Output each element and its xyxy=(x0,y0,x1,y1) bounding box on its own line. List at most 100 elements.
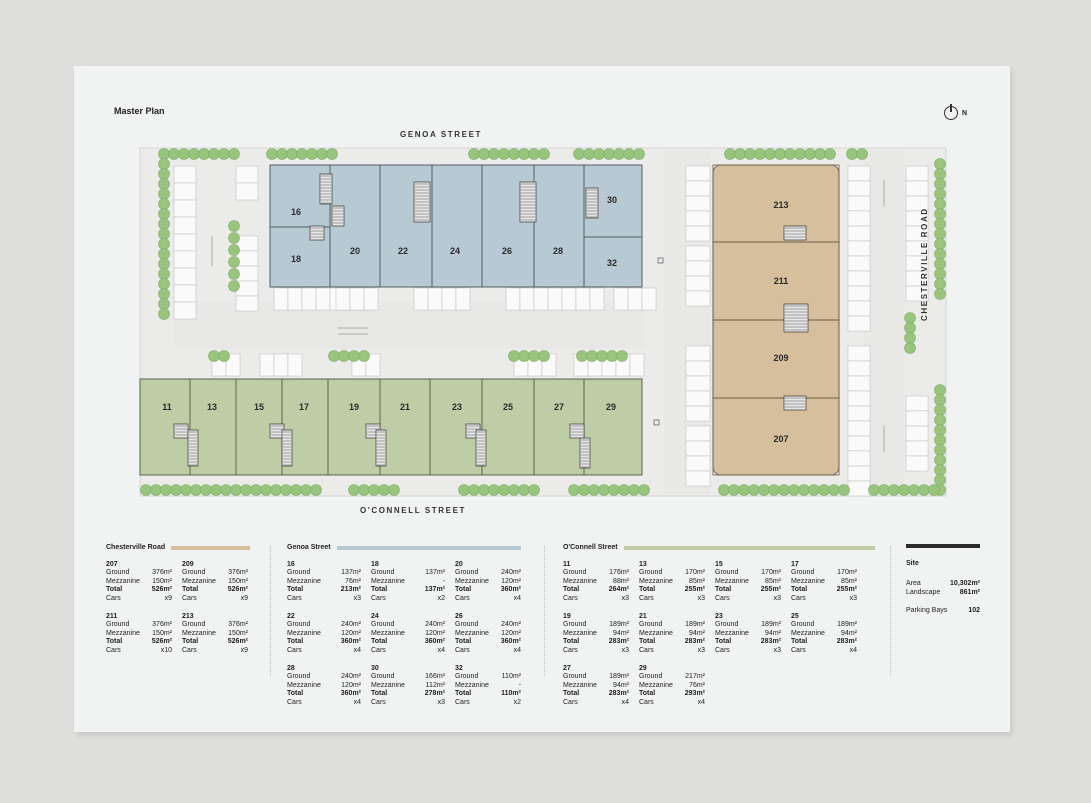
spec-mezz-value: 94m² xyxy=(613,681,629,689)
spec-cars-value: x10 xyxy=(160,646,172,654)
parking-bay xyxy=(235,165,259,184)
tree-canopy xyxy=(868,484,880,496)
spec-mezz-value: 120m² xyxy=(341,681,361,689)
site-heading: Site xyxy=(906,560,919,567)
unit-number-label: 18 xyxy=(290,254,302,264)
spec-cars-value: x4 xyxy=(849,646,857,654)
tree-canopy xyxy=(458,484,470,496)
tree-canopy xyxy=(158,198,170,210)
tree-canopy xyxy=(518,350,530,362)
unit-number-label: 13 xyxy=(206,402,218,412)
stair-core xyxy=(281,429,293,467)
spec-cars-label: Cars xyxy=(715,646,730,654)
parking-bay xyxy=(905,455,929,472)
tree-canopy xyxy=(310,484,322,496)
unit-number-label: 21 xyxy=(399,402,411,412)
spec-cars-value: x9 xyxy=(240,646,248,654)
parking-bay xyxy=(173,301,197,320)
spec-total-label: Total xyxy=(563,690,580,698)
parking-bay xyxy=(685,390,711,407)
tree-canopy xyxy=(158,178,170,190)
legend-swatch-chesterville xyxy=(171,545,250,550)
tree-canopy xyxy=(158,288,170,300)
unit-spec-number: 213 xyxy=(182,613,194,621)
tree-canopy xyxy=(593,148,605,160)
spec-ground-label: Ground xyxy=(791,569,815,577)
spec-mezz-label: Mezzanine xyxy=(106,629,140,637)
spec-mezz-label: Mezzanine xyxy=(106,577,140,585)
spec-mezz-value: - xyxy=(518,681,521,689)
tree-canopy xyxy=(190,484,202,496)
parking-bay xyxy=(847,270,871,287)
spec-total-value: 137m² xyxy=(424,586,445,594)
legend-heading-oconnell: O'Connell Street xyxy=(563,544,618,551)
tree-canopy xyxy=(934,424,946,436)
tree-canopy xyxy=(158,298,170,310)
parking-bay xyxy=(287,353,303,377)
parking-bay xyxy=(685,375,711,392)
parking-bay xyxy=(685,440,711,457)
tree-canopy xyxy=(818,484,830,496)
tree-canopy xyxy=(856,148,868,160)
spec-cars-label: Cars xyxy=(639,646,654,654)
unit-spec-number: 16 xyxy=(287,561,295,568)
tree-canopy xyxy=(934,434,946,446)
tree-canopy xyxy=(306,148,318,160)
spec-mezz-label: Mezzanine xyxy=(563,681,597,689)
tree-canopy xyxy=(158,208,170,220)
tree-canopy xyxy=(528,148,540,160)
spec-cars-value: x3 xyxy=(437,698,445,706)
unit-number-label: 28 xyxy=(552,246,564,256)
tree-canopy xyxy=(606,350,618,362)
unit-spec-number: 209 xyxy=(182,561,194,568)
tree-canopy xyxy=(286,148,298,160)
spec-mezz-value: 120m² xyxy=(501,577,521,585)
spec-total-value: 255m² xyxy=(684,586,705,594)
unit-spec-number: 15 xyxy=(715,561,723,568)
tree-canopy xyxy=(150,484,162,496)
parking-bay xyxy=(173,284,197,303)
tree-canopy xyxy=(934,464,946,476)
spec-cars-value: x3 xyxy=(849,594,857,602)
tree-canopy xyxy=(934,454,946,466)
stair-core xyxy=(319,173,333,205)
spec-ground-value: 189m² xyxy=(609,621,629,629)
parking-bay xyxy=(847,450,871,467)
spec-ground-value: 240m² xyxy=(425,621,445,629)
tree-canopy xyxy=(260,484,272,496)
tree-canopy xyxy=(784,148,796,160)
spec-total-value: 255m² xyxy=(836,586,857,594)
spec-ground-value: 170m² xyxy=(685,569,705,577)
unit-spec-number: 17 xyxy=(791,561,799,568)
spec-total-label: Total xyxy=(371,690,388,698)
legend-divider xyxy=(544,546,545,676)
spec-mezz-label: Mezzanine xyxy=(791,629,825,637)
tree-canopy xyxy=(583,148,595,160)
site-parking-value: 102 xyxy=(968,607,980,615)
spec-ground-value: 137m² xyxy=(341,569,361,577)
spec-mezz-value: 94m² xyxy=(765,629,781,637)
tree-canopy xyxy=(608,484,620,496)
parking-bay xyxy=(685,405,711,422)
spec-mezz-label: Mezzanine xyxy=(371,681,405,689)
unit-number-label: 32 xyxy=(606,258,618,268)
parking-bay xyxy=(519,287,535,311)
stair-core xyxy=(783,225,807,241)
tree-canopy xyxy=(388,484,400,496)
parking-bay xyxy=(273,353,289,377)
spec-total-label: Total xyxy=(182,586,199,594)
spec-cars-label: Cars xyxy=(287,698,302,706)
spec-cars-label: Cars xyxy=(455,594,470,602)
spec-ground-value: 376m² xyxy=(228,569,248,577)
tree-canopy xyxy=(328,350,340,362)
spec-mezz-value: 76m² xyxy=(689,681,705,689)
tree-canopy xyxy=(158,158,170,170)
parking-bay xyxy=(613,287,629,311)
unit-spec-number: 211 xyxy=(106,613,118,621)
parking-bay xyxy=(363,287,379,311)
